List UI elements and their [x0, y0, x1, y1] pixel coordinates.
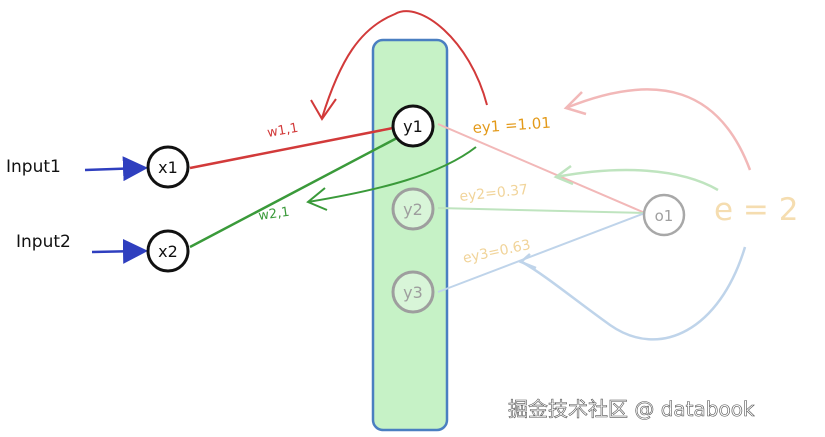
node-y3 — [391, 270, 435, 314]
node-o1 — [642, 193, 686, 237]
red-backprop-arrow — [321, 10, 488, 119]
node-x2-label: x2 — [158, 242, 178, 261]
green-backprop-arrowhead — [306, 187, 328, 211]
node-y2 — [391, 187, 435, 231]
edge-x2-y1 — [189, 136, 398, 249]
input1-arrow — [84, 156, 148, 182]
error-e-total-label: e = 2 — [714, 192, 798, 228]
edge-x1-y1 — [189, 126, 394, 170]
faint-red-arrowhead — [563, 91, 587, 116]
node-x2 — [146, 229, 190, 273]
hidden-layer-box — [371, 38, 449, 432]
faint-green-arrow — [555, 168, 719, 192]
edge-y3-o1 — [437, 212, 646, 293]
faint-blue-arrow — [521, 246, 747, 341]
node-o1-label: o1 — [655, 207, 674, 225]
input1-label: Input1 — [6, 157, 61, 177]
faint-red-arrow — [565, 88, 752, 171]
node-y2-label: y2 — [403, 200, 423, 219]
red-backprop-arrowhead — [310, 98, 337, 121]
node-y1-label: y1 — [403, 117, 423, 136]
weight-w11-label: w1,1 — [266, 121, 299, 141]
weight-w21-label: w2,1 — [257, 205, 290, 224]
edge-y2-o1 — [437, 207, 646, 214]
node-x1-label: x1 — [158, 158, 178, 177]
error-ey1-label: ey1 =1.01 — [472, 114, 551, 137]
faint-blue-arrowhead — [518, 253, 537, 270]
node-y3-label: y3 — [403, 283, 423, 302]
node-x1 — [146, 145, 190, 189]
faint-green-arrowhead — [553, 164, 574, 186]
error-ey2-label: ey2=0.37 — [459, 182, 529, 205]
green-backprop-arrow — [307, 146, 477, 203]
input2-label: Input2 — [16, 232, 71, 252]
node-y1 — [391, 104, 435, 148]
watermark: 掘金技术社区 @ databook — [508, 397, 755, 421]
input2-arrow — [91, 238, 148, 264]
edge-y1-o1 — [437, 123, 646, 214]
